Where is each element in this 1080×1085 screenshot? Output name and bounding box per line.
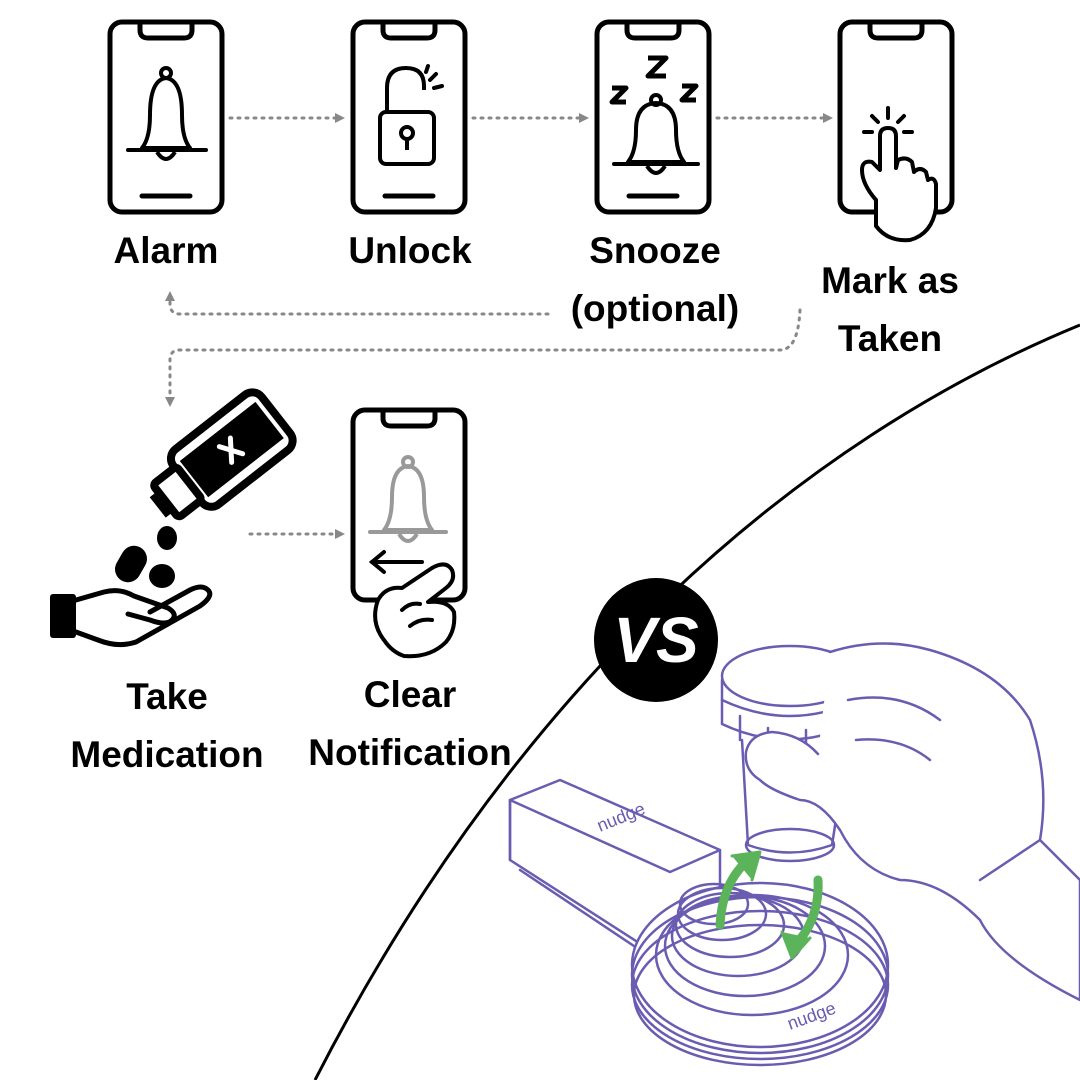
rotate-arrows-icon <box>715 850 823 960</box>
label-mark-taken: Mark as Taken <box>821 260 959 359</box>
nudge-device-illustration: nudge nudge <box>508 642 1080 1067</box>
phone-clear-notification <box>350 407 468 659</box>
tap-hand-icon <box>860 106 938 243</box>
label-unlock: Unlock <box>348 230 472 271</box>
faded-bell-icon <box>368 455 448 543</box>
phone-unlock <box>350 19 468 215</box>
label-snooze: Snooze (optional) <box>570 230 740 329</box>
flow-arrows <box>165 113 833 539</box>
unlocked-padlock-icon <box>378 64 444 166</box>
arrow-mark-take <box>165 308 802 407</box>
label-take-medication: Take Medication <box>70 676 264 775</box>
phone-mark-taken <box>837 19 955 243</box>
bell-icon <box>126 66 208 161</box>
pills-icon <box>115 526 177 588</box>
label-alarm: Alarm <box>113 230 219 271</box>
phone-snooze <box>594 19 712 215</box>
label-clear-notification: Clear Notification <box>308 674 512 773</box>
medication-bottle-icon <box>149 388 297 521</box>
swipe-left-arrow-icon <box>368 550 424 574</box>
phone-alarm <box>107 19 225 215</box>
arrow-snooze-back <box>165 291 550 316</box>
snooze-bell-icon <box>612 93 700 175</box>
vs-label: VS <box>613 604 699 676</box>
open-hand-icon <box>50 584 213 648</box>
vs-badge: VS <box>594 578 718 702</box>
zzz-icon <box>609 55 699 105</box>
swipe-hand-icon <box>373 562 457 659</box>
